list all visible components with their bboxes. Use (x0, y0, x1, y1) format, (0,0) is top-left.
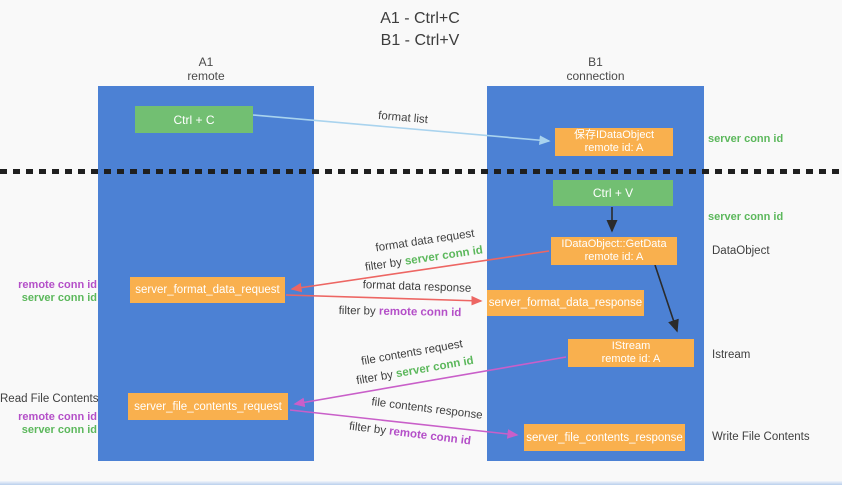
title-line-1: A1 - Ctrl+C (380, 10, 460, 27)
node-istream-line2: remote id: A (601, 353, 661, 365)
edge-label-file-contents-response: file contents response (370, 396, 484, 422)
node-server-format-data-response: server_format_data_response (487, 290, 644, 316)
filter-by-text: filter by (355, 368, 395, 388)
side-label-read-file-contents: Read File Contents (0, 393, 99, 405)
format-data-response-arrow (285, 294, 483, 306)
remote-conn-id-text: remote conn id (378, 305, 462, 320)
node-istream-line1: IStream (611, 340, 651, 352)
bottom-edge-strip (0, 481, 842, 485)
edge-label-format-list: format list (377, 109, 429, 127)
node-ctrl-v: Ctrl + V (553, 180, 673, 206)
side-label-write-file-contents: Write File Contents (712, 431, 810, 443)
node-idataobject-getdata-line1: IDataObject::GetData (561, 238, 667, 250)
side-label-dataobject: DataObject (712, 245, 770, 257)
side-label-server-conn-id-mid: server conn id (708, 211, 784, 223)
side-label-server-conn-id-1: server conn id (21, 292, 97, 304)
node-ctrl-v-label: Ctrl + V (592, 186, 634, 200)
lane-header-a1: A1 remote (98, 55, 314, 83)
lane-a1-title: A1 (198, 55, 214, 69)
node-save-idataobject: 保存IDataObject remote id: A (555, 128, 673, 156)
side-label-remote-conn-id-1: remote conn id (18, 279, 97, 291)
filter-by-text: filter by (338, 304, 376, 318)
diagram-title: A1 - Ctrl+C B1 - Ctrl+V (300, 8, 540, 52)
node-server-file-contents-request-label: server_file_contents_request (134, 400, 282, 413)
node-server-file-contents-response: server_file_contents_response (524, 424, 685, 451)
side-label-server-conn-id-top: server conn id (708, 133, 784, 145)
edge-label-format-data-response: format data response (362, 279, 472, 295)
node-server-format-data-response-label: server_format_data_response (488, 297, 643, 309)
filter-by-text: filter by (364, 256, 403, 274)
node-istream: IStream remote id: A (568, 339, 694, 367)
dotted-divider (0, 169, 842, 174)
edge-label-filter-remote-1: filter by remote conn id (339, 305, 462, 319)
node-server-format-data-request: server_format_data_request (130, 277, 285, 303)
side-label-server-conn-id-2: server conn id (21, 424, 97, 436)
side-label-istream: Istream (712, 349, 751, 361)
remote-conn-id-text: remote conn id (388, 425, 472, 448)
node-server-file-contents-request: server_file_contents_request (128, 393, 288, 420)
lane-b1-title: B1 (588, 55, 603, 69)
lane-header-b1: B1 connection (487, 55, 704, 83)
node-server-file-contents-response-label: server_file_contents_response (526, 431, 683, 444)
node-save-idataobject-line1: 保存IDataObject (573, 129, 655, 141)
node-server-format-data-request-label: server_format_data_request (135, 284, 280, 296)
lane-a1-subtitle: remote (187, 69, 225, 83)
node-idataobject-getdata-line2: remote id: A (584, 251, 644, 263)
title-line-2: B1 - Ctrl+V (380, 32, 460, 49)
filter-by-text: filter by (348, 420, 387, 437)
edge-label-filter-remote-2: filter by remote conn id (348, 421, 471, 448)
node-ctrl-c: Ctrl + C (135, 106, 253, 133)
node-ctrl-c-label: Ctrl + C (173, 112, 215, 127)
side-label-remote-conn-id-2: remote conn id (18, 411, 97, 423)
lane-b1-subtitle: connection (566, 69, 625, 83)
node-save-idataobject-line2: remote id: A (584, 142, 644, 154)
node-idataobject-getdata: IDataObject::GetData remote id: A (551, 237, 677, 265)
